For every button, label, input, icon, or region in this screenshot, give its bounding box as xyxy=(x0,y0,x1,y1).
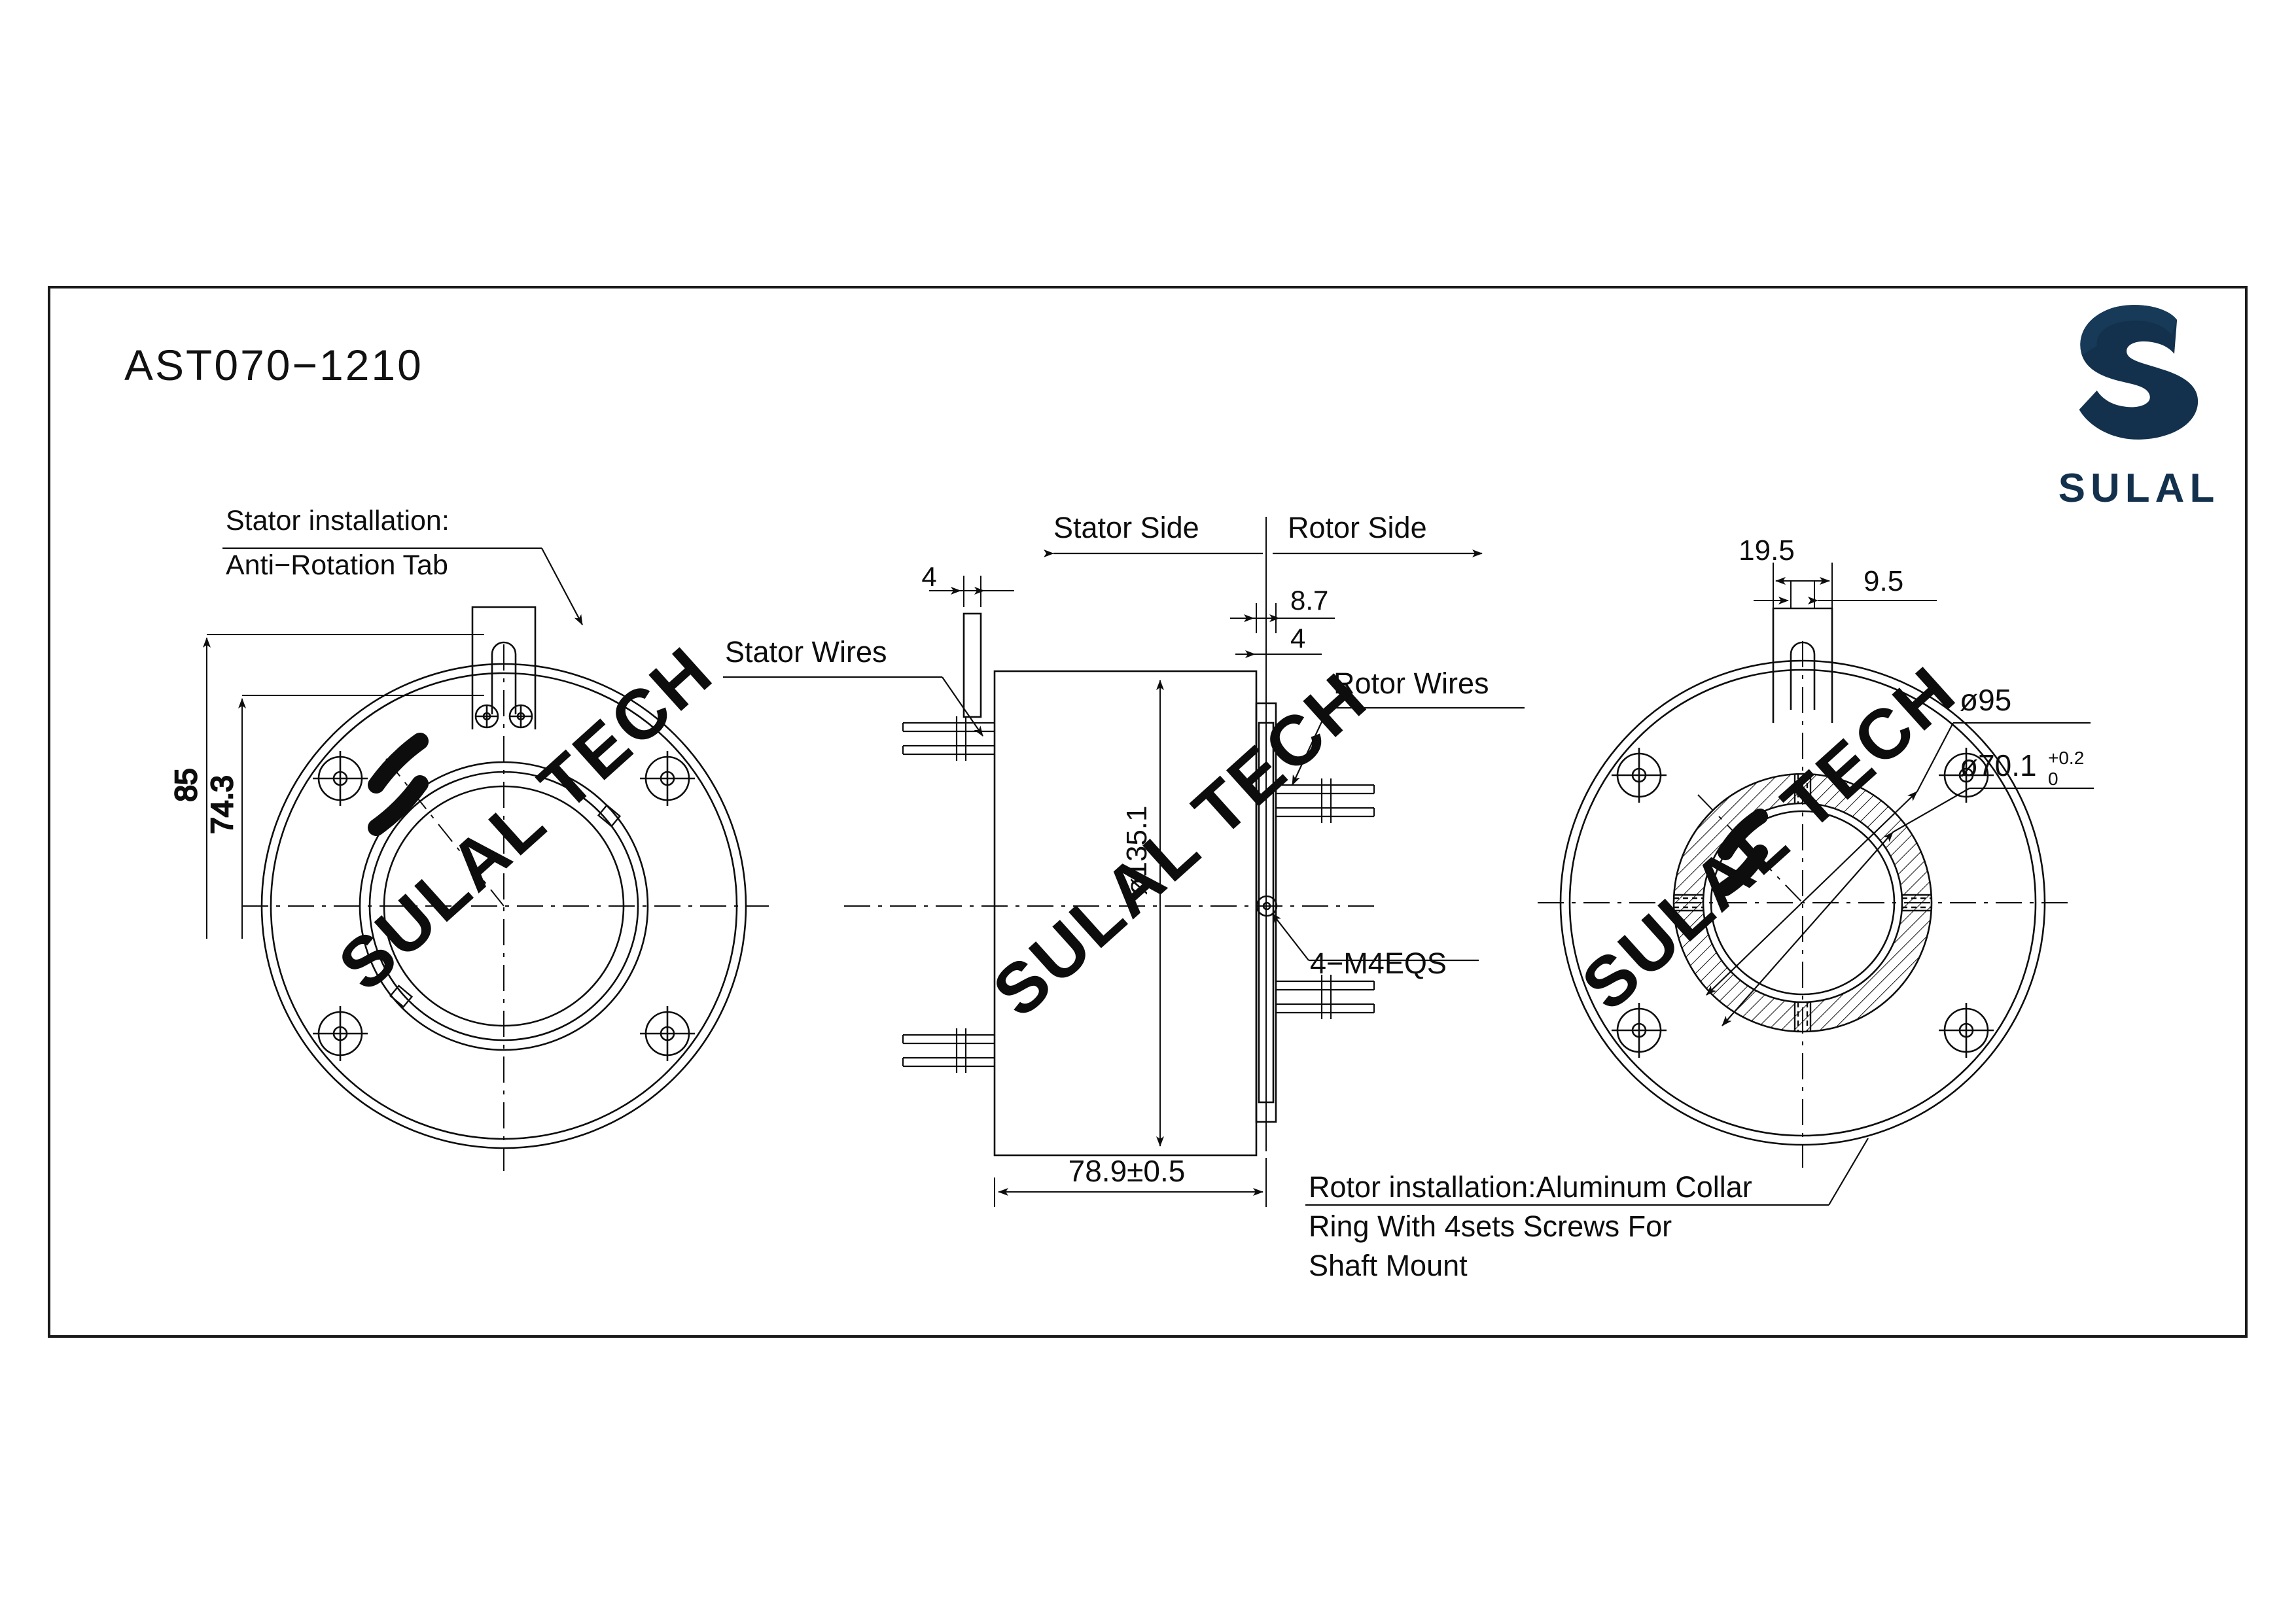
dim-dia-70-label: ø70.1 xyxy=(1960,748,2037,782)
dim-dia-70-leader xyxy=(1722,787,2094,1026)
right-view-rotor-face xyxy=(1538,563,2094,1168)
logo-wordmark: SULAL xyxy=(2058,466,2220,511)
rotor-wires-label: Rotor Wires xyxy=(1333,667,1489,700)
tab-screw-right xyxy=(508,704,533,729)
flange-screw-holes xyxy=(313,751,695,1061)
rotor-install-note-line2: Ring With 4sets Screws For xyxy=(1309,1210,1672,1243)
dim-74-3-label: 74.3 xyxy=(205,775,239,834)
dim-dia-70-tol-upper: +0.2 xyxy=(2048,748,2084,768)
left-view-stator-face: 85 74.3 xyxy=(168,547,769,1171)
dim-4-left-label: 4 xyxy=(921,561,936,592)
sulal-s-mark-icon xyxy=(2079,305,2199,440)
rotor-install-note-line1: Rotor installation:Aluminum Collar xyxy=(1309,1170,1752,1204)
rotor-side-label: Rotor Side xyxy=(1288,511,1427,544)
flange-arc-slots xyxy=(368,733,429,836)
dim-4-right-label: 4 xyxy=(1290,623,1305,654)
stator-wires-label: Stator Wires xyxy=(725,635,887,669)
rotor-wires-leader xyxy=(1292,707,1525,786)
stator-wires-lower xyxy=(902,1028,995,1073)
dim-dia-135-label: ø135.1 xyxy=(1121,806,1153,896)
m4-screw-leader xyxy=(1271,913,1479,962)
anti-rotation-tab-r xyxy=(1772,607,1833,723)
dim-8-7-group xyxy=(1230,603,1335,633)
radius-centerline xyxy=(385,758,504,907)
dim-85-group xyxy=(203,634,484,939)
rotor-flange-screw-holes xyxy=(1612,748,1994,1058)
rotor-wires-lower xyxy=(1276,975,1375,1019)
middle-view-section xyxy=(723,517,1869,1207)
stator-wires-leader xyxy=(723,676,983,737)
dim-8-7-label: 8.7 xyxy=(1290,585,1328,616)
rotor-install-leader xyxy=(1305,1138,1869,1206)
dim-9-5-label: 9.5 xyxy=(1863,565,1903,597)
page-title: AST070−1210 xyxy=(124,341,423,389)
dim-85-label: 85 xyxy=(169,768,203,801)
rotor-install-note-line3: Shaft Mount xyxy=(1309,1249,1468,1282)
dim-19-5-label: 19.5 xyxy=(1739,534,1795,567)
dim-4-left-group xyxy=(929,576,1014,607)
stator-install-note-line1: Stator installation: xyxy=(226,505,450,536)
dim-dia-95-label: ø95 xyxy=(1960,683,2011,717)
dim-dia-70-label-group: ø70.1 +0.2 0 xyxy=(1960,748,2084,789)
dim-length-label: 78.9±0.5 xyxy=(1069,1154,1186,1188)
rotor-wires-upper xyxy=(1276,778,1375,823)
body-notch-keys xyxy=(389,804,622,1008)
stator-side-label: Stator Side xyxy=(1053,511,1199,544)
dim-length-group xyxy=(994,1158,1267,1207)
right-view-centerlines xyxy=(1538,641,2068,1168)
screw-spec-label: 4−M4EQS xyxy=(1310,947,1447,980)
company-logo: SULAL xyxy=(2044,301,2234,512)
stator-install-note-line2: Anti−Rotation Tab xyxy=(226,550,448,581)
dim-9-5-group xyxy=(1754,581,1937,608)
stator-install-leader xyxy=(222,547,583,625)
tab-screw-left xyxy=(474,704,499,729)
dim-dia-70-tol-lower: 0 xyxy=(2048,769,2058,789)
anti-rotation-tab xyxy=(471,606,537,729)
stator-tab-rect xyxy=(963,612,982,718)
dim-19-5-group xyxy=(1773,563,1833,608)
stator-wires-upper xyxy=(902,716,995,761)
left-view-centerlines xyxy=(242,644,769,1171)
